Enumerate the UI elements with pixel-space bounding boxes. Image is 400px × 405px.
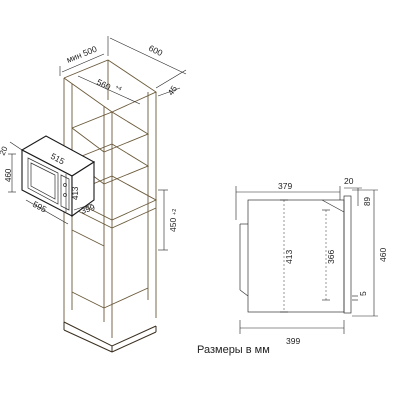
side-label-460: 460: [378, 248, 388, 262]
label-45: 45: [165, 83, 179, 97]
side-label-379: 379: [278, 181, 292, 191]
side-view-drawing: [235, 186, 378, 334]
side-label-89: 89: [363, 197, 372, 206]
label-560: 560: [95, 77, 112, 92]
label-min-500: мин 500: [65, 44, 99, 65]
side-label-413: 413: [284, 250, 294, 264]
label-560-tolerance: +4: [114, 84, 122, 92]
caption-units: Размеры в мм: [197, 344, 270, 356]
oven-drawing: [8, 135, 96, 225]
label-600: 600: [147, 43, 164, 58]
side-label-366: 366: [326, 250, 336, 264]
oven-label-413: 413: [71, 186, 80, 200]
label-450-tolerance: +2: [172, 209, 178, 215]
side-label-20: 20: [344, 176, 354, 186]
label-450: 450: [168, 218, 178, 232]
side-label-399: 399: [286, 336, 300, 346]
oven-label-460: 460: [4, 168, 13, 182]
side-label-5: 5: [358, 291, 368, 296]
oven-label-399: 399: [80, 202, 97, 216]
oven-label-20: 20: [0, 144, 10, 156]
